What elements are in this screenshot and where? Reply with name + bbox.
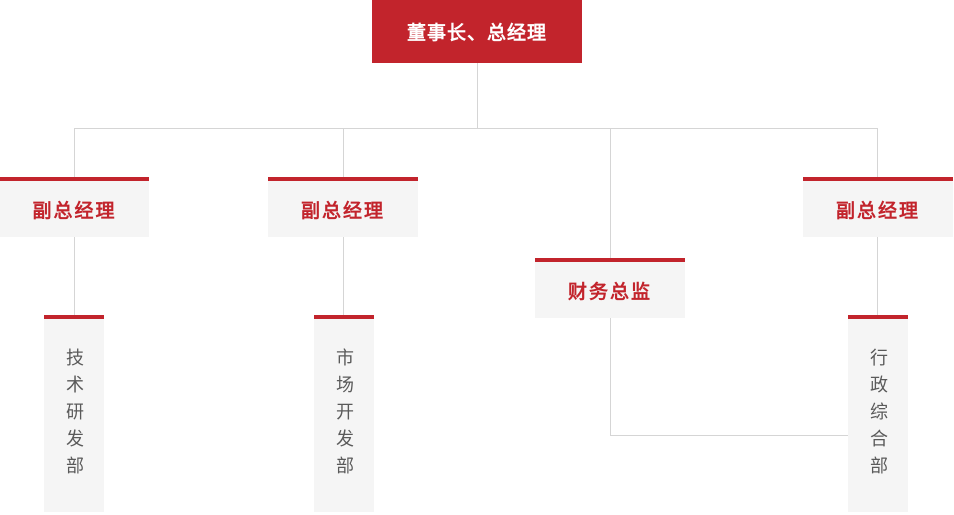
node-deputy-gm-2-label: 副总经理 — [300, 200, 385, 222]
node-dept-market-dev: 市场开发部 — [314, 315, 374, 512]
connector-drop-vp3 — [877, 128, 878, 178]
connector-vp2-dept — [343, 237, 344, 316]
connector-vp3-dept — [877, 237, 878, 316]
node-deputy-gm-1-label: 副总经理 — [32, 200, 117, 222]
node-dept-tech-rd: 技术研发部 — [44, 315, 104, 512]
connector-drop-cfo — [610, 128, 611, 258]
node-chairman-gm: 董事长、总经理 — [372, 0, 582, 63]
connector-cfo-horizontal — [610, 435, 848, 436]
node-finance-director: 财务总监 — [535, 258, 685, 318]
node-chairman-gm-label: 董事长、总经理 — [406, 23, 547, 44]
connector-drop-vp1 — [74, 128, 75, 178]
node-deputy-gm-3-label: 副总经理 — [835, 200, 920, 222]
connector-vp1-dept — [74, 237, 75, 316]
connector-root-down — [477, 63, 478, 128]
connector-drop-vp2 — [343, 128, 344, 178]
connector-main-horizontal — [74, 128, 878, 129]
node-dept-market-dev-label: 市场开发部 — [334, 348, 354, 483]
node-deputy-gm-3: 副总经理 — [803, 177, 953, 237]
connector-cfo-down — [610, 318, 611, 435]
node-dept-admin-general-label: 行政综合部 — [868, 348, 888, 483]
node-dept-tech-rd-label: 技术研发部 — [64, 348, 84, 483]
node-dept-admin-general: 行政综合部 — [848, 315, 908, 512]
node-deputy-gm-1: 副总经理 — [0, 177, 149, 237]
node-finance-director-label: 财务总监 — [567, 281, 652, 303]
node-deputy-gm-2: 副总经理 — [268, 177, 418, 237]
